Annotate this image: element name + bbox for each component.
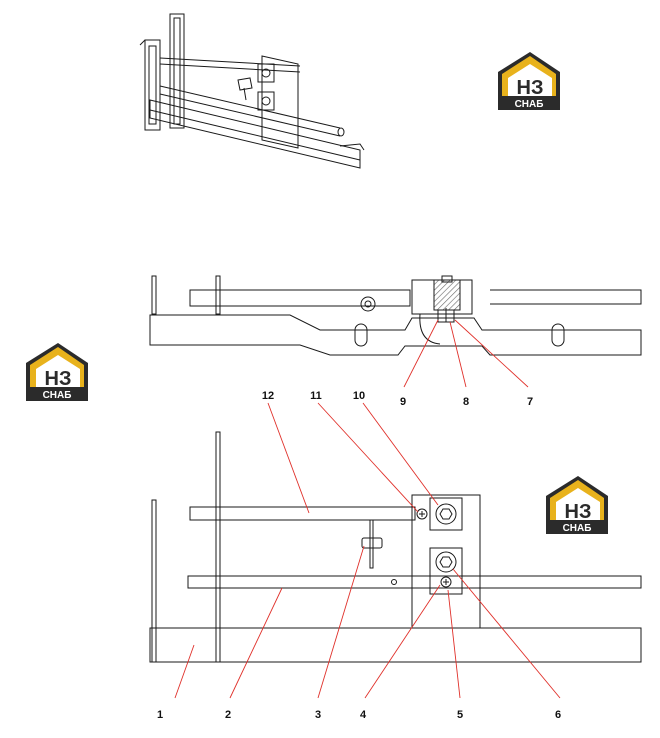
callout-11: 11 [310, 390, 322, 402]
callout-3: 3 [315, 709, 321, 721]
callout-10: 10 [353, 390, 365, 402]
logo-middle-left: НЗ СНАБ [26, 343, 88, 401]
logo-top-right: НЗ СНАБ [498, 52, 560, 110]
callout-12: 12 [262, 390, 274, 402]
side-view [149, 275, 642, 356]
callout-labels: 1 2 3 4 5 6 7 8 9 10 11 12 [157, 390, 561, 721]
callout-2: 2 [225, 709, 231, 721]
svg-text:НЗ: НЗ [45, 368, 72, 390]
callout-7: 7 [527, 396, 533, 408]
callout-4: 4 [360, 709, 367, 721]
isometric-view [139, 13, 365, 169]
callout-5: 5 [457, 709, 463, 721]
leader-lines [174, 319, 561, 699]
svg-text:НЗ: НЗ [565, 501, 592, 523]
svg-text:СНАБ: СНАБ [43, 390, 72, 401]
svg-text:НЗ: НЗ [517, 77, 544, 99]
logo-bottom-right: НЗ СНАБ [546, 476, 608, 534]
callout-9: 9 [400, 396, 406, 408]
callout-8: 8 [463, 396, 469, 408]
svg-text:СНАБ: СНАБ [563, 523, 592, 534]
callout-6: 6 [555, 709, 561, 721]
plan-view [149, 431, 642, 663]
callout-1: 1 [157, 709, 163, 721]
svg-text:СНАБ: СНАБ [515, 99, 544, 110]
